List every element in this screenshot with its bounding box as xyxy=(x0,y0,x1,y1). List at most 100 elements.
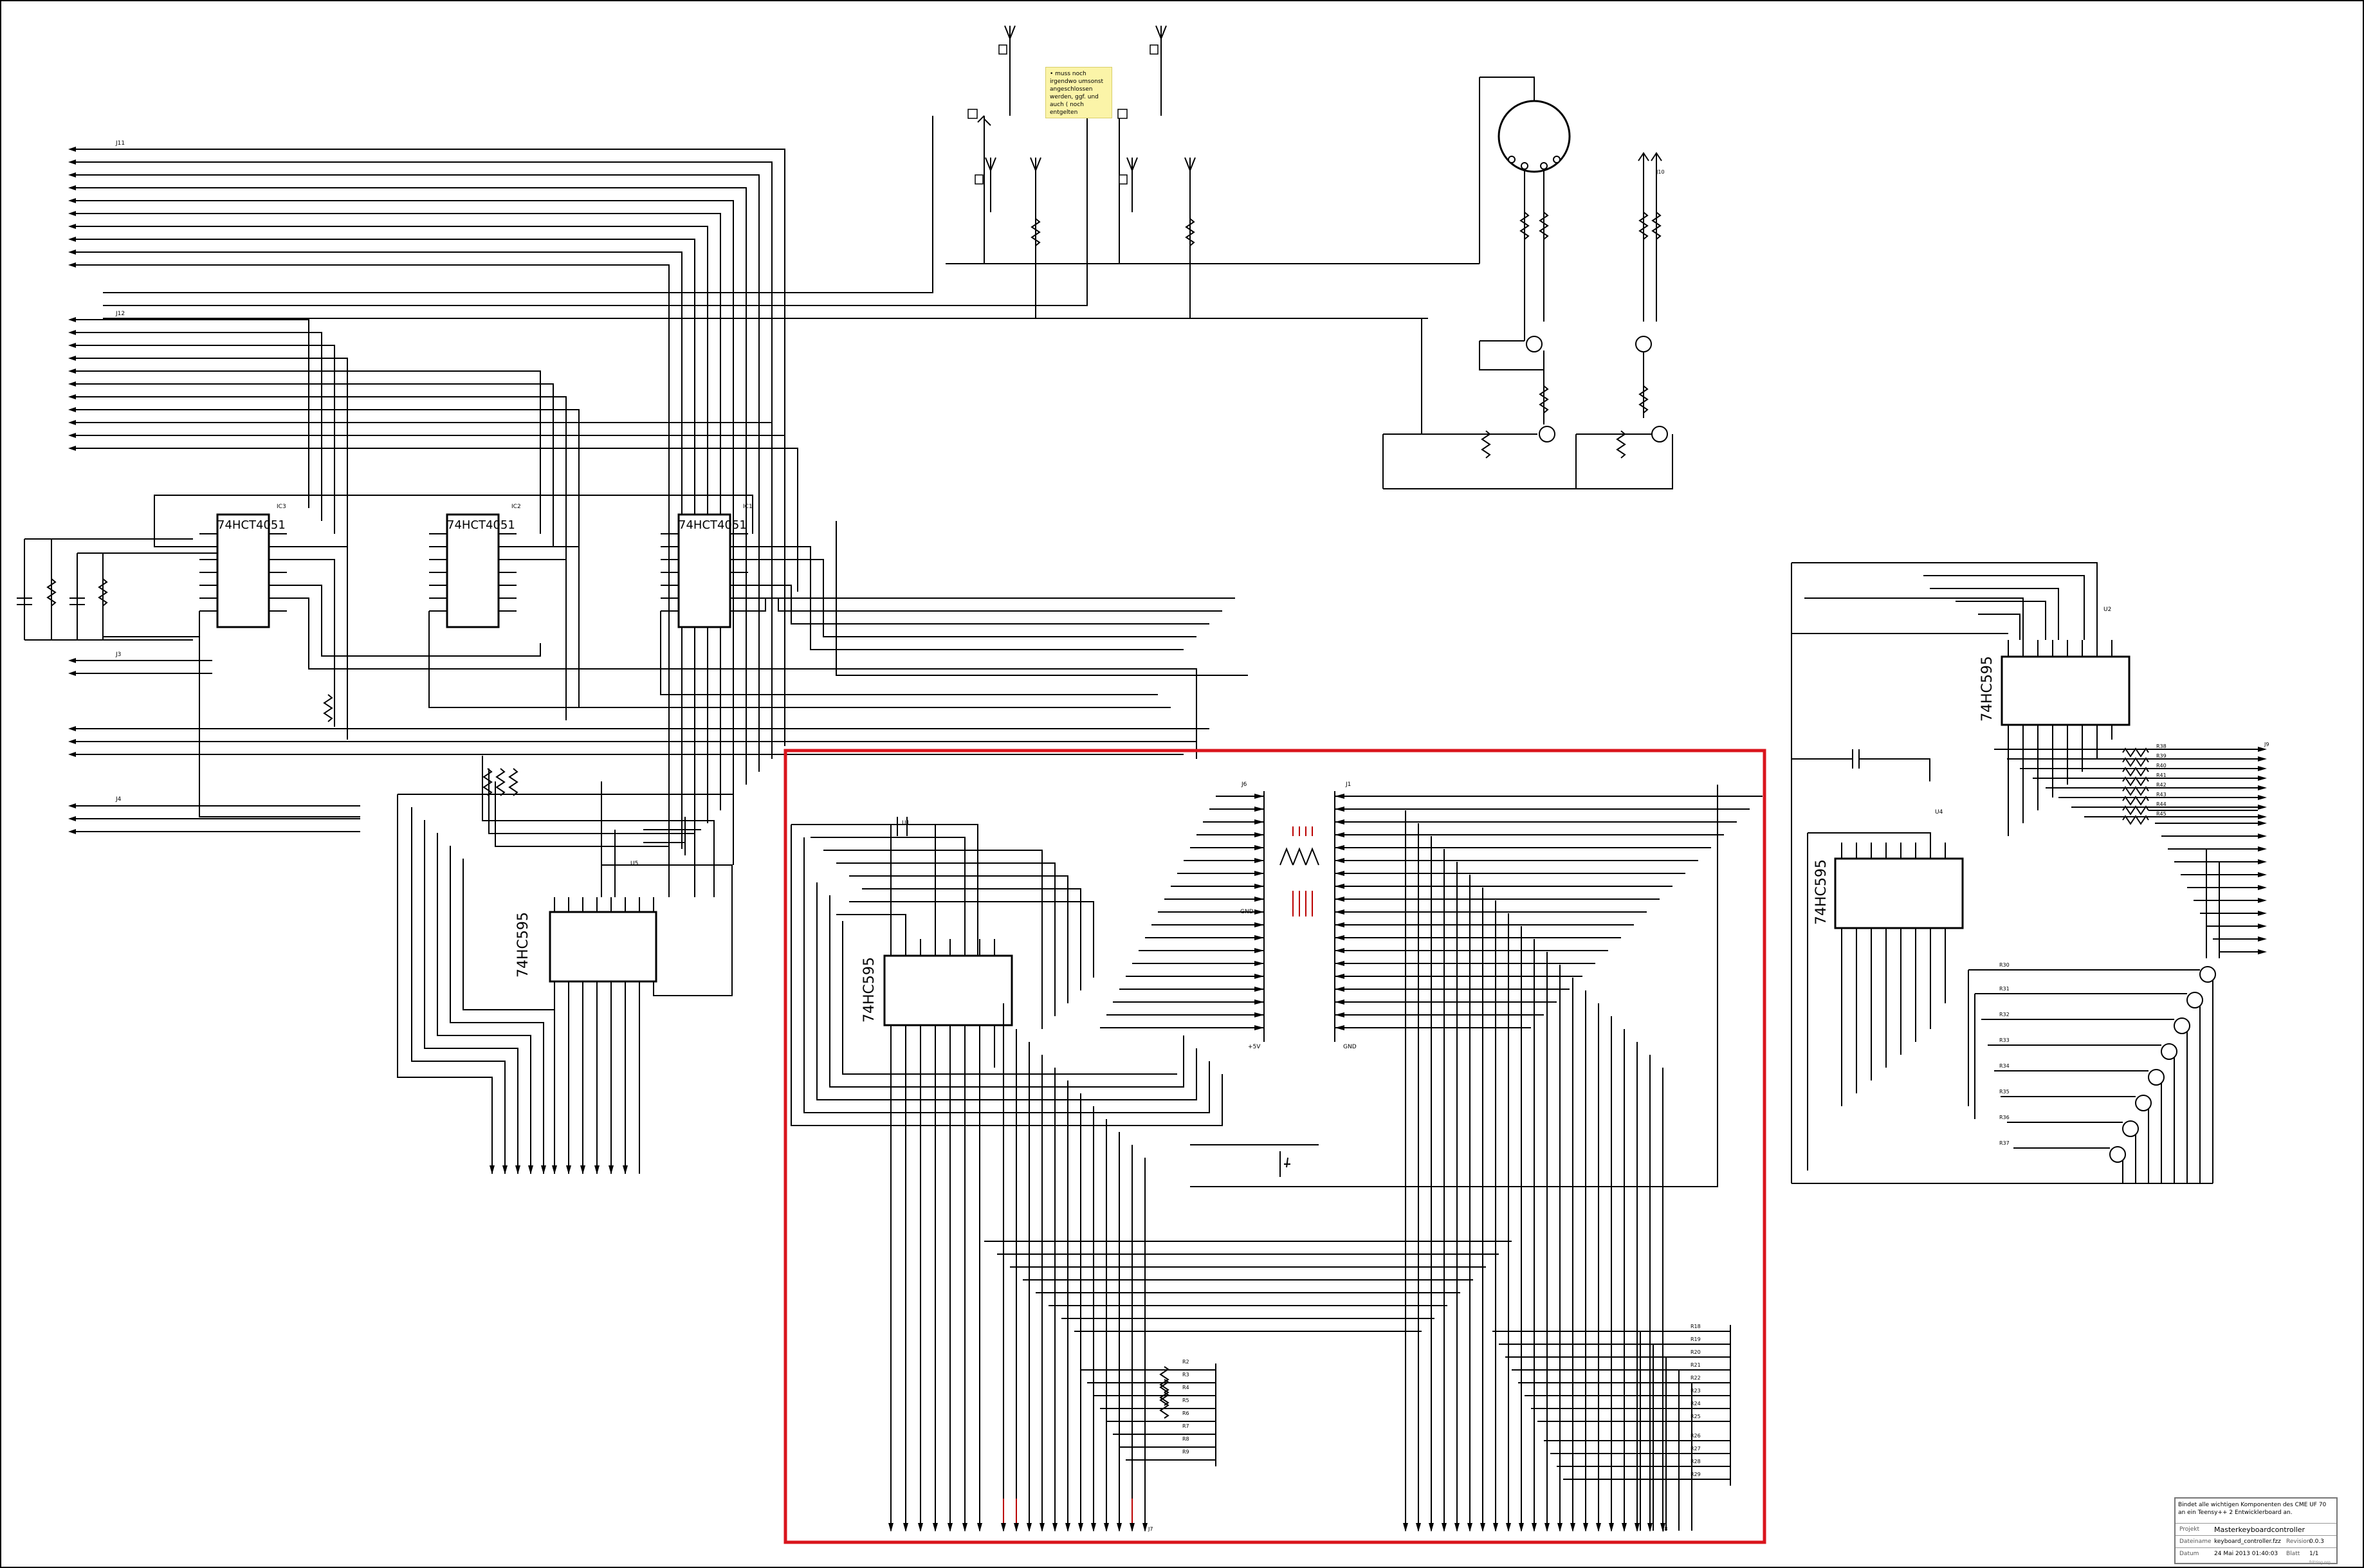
res-r5: R5 xyxy=(1182,1398,1189,1403)
bus-label-j8: J8 xyxy=(1662,1526,1667,1532)
title-row-filename: Dateiname keyboard_controller.fzz Revisi… xyxy=(2176,1535,2336,1548)
connector-left-label: J6 xyxy=(1241,781,1247,788)
res-r20: R20 xyxy=(1691,1349,1701,1355)
title-block: Bindet alle wichtigen Komponenten des CM… xyxy=(2174,1497,2338,1564)
project-label: Projekt xyxy=(2179,1526,2200,1533)
mux-ic3: 74HCT4051 IC3 xyxy=(199,504,287,628)
connector-gnd-right: GND xyxy=(1343,1044,1357,1050)
revision-label: Revision xyxy=(2286,1538,2311,1545)
bus-label-j11: J11 xyxy=(115,140,125,147)
bottom-red-stubs xyxy=(1003,1499,1133,1523)
left-bus-arrows-lower: J3 J4 xyxy=(68,652,1209,834)
left-caps-resistors xyxy=(17,538,219,641)
bus-label-j10: J10 xyxy=(1656,169,1665,175)
res-r30: R30 xyxy=(1999,962,2010,968)
res-r23: R23 xyxy=(1691,1388,1701,1394)
res-r9: R9 xyxy=(1182,1449,1189,1455)
res-r45: R45 xyxy=(2156,811,2167,817)
res-r35: R35 xyxy=(1999,1089,2010,1095)
bus-label-j4: J4 xyxy=(115,796,122,803)
project-value: Masterkeyboardcontroller xyxy=(2214,1526,2305,1534)
res-r25: R25 xyxy=(1691,1414,1701,1419)
u2-ref: U2 xyxy=(2103,606,2111,613)
mux-ic1-name: 74HCT4051 xyxy=(679,518,747,532)
res-r21: R21 xyxy=(1691,1362,1701,1368)
revision-value: 0.0.3 xyxy=(2309,1538,2324,1545)
u5-ref: U5 xyxy=(630,861,638,867)
sticky-note: • muss noch irgendwo umsonst angeschloss… xyxy=(1045,67,1112,118)
u5-name: 74HC595 xyxy=(515,912,531,978)
filename-value: keyboard_controller.fzz xyxy=(2214,1538,2281,1545)
top-jacks xyxy=(103,25,1480,319)
center-right-resistor-labels: R18 R19 R20 R21 R22 R23 R24 R25 R26 R27 … xyxy=(1691,1324,1701,1477)
res-r40: R40 xyxy=(2156,763,2167,769)
u2-name: 74HC595 xyxy=(1979,656,1995,722)
transistor-array xyxy=(1791,849,2220,1184)
res-r26: R26 xyxy=(1691,1433,1701,1439)
filename-label: Dateiname xyxy=(2179,1538,2212,1545)
res-r44: R44 xyxy=(2156,801,2167,807)
mux-ic2-name: 74HCT4051 xyxy=(447,518,515,532)
res-r32: R32 xyxy=(1999,1012,2010,1017)
sheet-label: Blatt xyxy=(2286,1551,2300,1557)
res-r8: R8 xyxy=(1182,1436,1189,1442)
u4-name: 74HC595 xyxy=(1813,859,1829,925)
mux-ic1-ref: IC1 xyxy=(743,504,753,510)
left-bus-arrows-mid: J12 xyxy=(68,311,798,592)
connector-right-label: J1 xyxy=(1345,781,1351,788)
res-r3: R3 xyxy=(1182,1372,1189,1378)
din-socket xyxy=(1382,77,1673,489)
mux-ic3-name: 74HCT4051 xyxy=(217,518,286,532)
mux-ic2: 74HCT4051 IC2 xyxy=(429,504,521,628)
shift-register-u1: 74HC595 U1 xyxy=(791,817,1223,1532)
res-r7: R7 xyxy=(1182,1423,1189,1429)
res-r29: R29 xyxy=(1691,1472,1701,1477)
res-r6: R6 xyxy=(1182,1410,1189,1416)
u1-ref: U1 xyxy=(902,820,910,826)
bus-label-j12: J12 xyxy=(115,311,125,317)
title-description: Bindet alle wichtigen Komponenten des CM… xyxy=(2178,1502,2327,1516)
res-r2: R2 xyxy=(1182,1359,1189,1365)
shift-register-u2: 74HC595 U2 xyxy=(1791,562,2130,1183)
teensy-connector: J6 J1 GND +5V GND xyxy=(1100,781,1763,1050)
shift-register-u5: 74HC595 U5 xyxy=(397,756,734,1174)
title-row-date: Datum 24 Mai 2013 01:40:03 Blatt 1/1 xyxy=(2176,1547,2336,1560)
sheet-value: 1/1 xyxy=(2309,1551,2319,1557)
bus-label-j3: J3 xyxy=(115,652,121,658)
transistor-resistor-labels: R30 R31 R32 R33 R34 R35 R36 R37 xyxy=(1999,962,2010,1146)
mux-ic1: 74HCT4051 IC1 xyxy=(661,504,753,628)
res-r22: R22 xyxy=(1691,1375,1701,1381)
bus-label-j7: J7 xyxy=(1148,1526,1153,1532)
mux-ic3-ref: IC3 xyxy=(277,504,286,510)
right-resistor-labels: R38 R39 R40 R41 R42 R43 R44 R45 xyxy=(2156,743,2167,817)
res-r27: R27 xyxy=(1691,1446,1701,1452)
right-output-resistors xyxy=(1994,747,2258,953)
res-r41: R41 xyxy=(2156,772,2167,778)
center-bus-lines xyxy=(984,785,1731,1531)
res-r24: R24 xyxy=(1691,1401,1701,1407)
shift-register-u4: 74HC595 U4 xyxy=(1791,749,1964,1171)
res-r36: R36 xyxy=(1999,1115,2010,1120)
center-left-resistor-labels: R2 R3 R4 R5 R6 R7 R8 R9 xyxy=(1182,1359,1189,1455)
footer-credit: fritzing.org xyxy=(2309,1560,2331,1565)
title-row-project: Projekt Masterkeyboardcontroller xyxy=(2176,1523,2336,1536)
res-r31: R31 xyxy=(1999,986,2010,992)
u1-name: 74HC595 xyxy=(861,957,877,1023)
res-r38: R38 xyxy=(2156,743,2167,749)
center-resistors xyxy=(1159,1366,1169,1419)
res-r19: R19 xyxy=(1691,1336,1701,1342)
res-r18: R18 xyxy=(1691,1324,1701,1329)
left-bus-arrows-top: J11 xyxy=(68,140,785,862)
res-r33: R33 xyxy=(1999,1037,2010,1043)
bus-label-j9: J9 xyxy=(2264,742,2269,747)
mux-ic2-ref: IC2 xyxy=(511,504,521,510)
u4-ref: U4 xyxy=(1935,809,1943,816)
connector-vcc: +5V xyxy=(1248,1044,1261,1050)
res-r42: R42 xyxy=(2156,782,2167,788)
date-label: Datum xyxy=(2179,1551,2199,1557)
bottom-arrows xyxy=(1001,1523,1665,1532)
res-r43: R43 xyxy=(2156,792,2167,798)
res-r28: R28 xyxy=(1691,1459,1701,1464)
